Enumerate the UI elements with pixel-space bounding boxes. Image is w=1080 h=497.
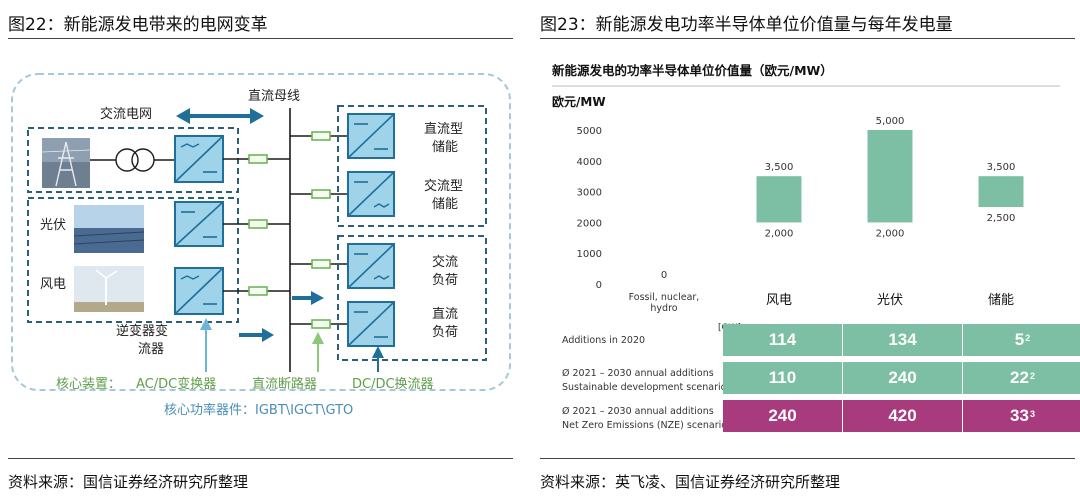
x-axis-labels: Fossil, nuclear,hydro 风电 光伏 储能 — [629, 292, 1014, 314]
x-label-fossil: Fossil, nuclear, — [629, 292, 700, 303]
table-row-label-line: Ø 2021 – 2030 annual additions — [562, 406, 732, 417]
table-row-label-line: Net Zero Emissions (NZE) scenario1 — [562, 417, 732, 431]
bar-high-label: 3,500 — [987, 162, 1016, 173]
wind-converter-icon — [175, 268, 223, 314]
dcdc-converter-label: DC/DC换流器 — [352, 377, 434, 392]
chart-bars — [757, 130, 1024, 222]
footnote-mark: 2 — [1025, 333, 1030, 343]
bar-high-label: 5,000 — [876, 116, 905, 127]
dc-storage-label-2: 储能 — [432, 140, 458, 155]
table-unit: [GW] — [718, 323, 741, 333]
connector-lines — [223, 136, 348, 324]
bar — [868, 130, 913, 222]
table-row-label: Additions in 2020 — [562, 335, 645, 346]
grid-transformation-diagram: 交流电网 光伏 风电 — [0, 0, 530, 460]
table-cell: 110 — [723, 362, 842, 394]
footnote-mark: 1 — [726, 380, 730, 388]
acdc-converter-label: AC/DC变换器 — [136, 376, 216, 392]
chart-title: 新能源发电的功率半导体单位价值量（欧元/MW） — [552, 63, 833, 78]
wind-label: 风电 — [40, 277, 66, 292]
left-source: 资料来源：国信证券经济研究所整理 — [8, 471, 248, 492]
y-tick-label: 0 — [596, 280, 602, 291]
y-tick-label: 4000 — [577, 157, 602, 168]
x-label: 光伏 — [877, 293, 903, 308]
dc-load-label-2: 负荷 — [432, 325, 458, 340]
bar-value-labels: 0 3,500 2,000 5,000 2,000 3,500 2,500 — [661, 116, 1016, 281]
inverter-label-2: 流器 — [138, 342, 164, 357]
table-row-label-line: Ø 2021 – 2030 annual additions — [562, 368, 731, 379]
bar-low-label: 2,000 — [876, 228, 905, 239]
x-label: 储能 — [988, 293, 1014, 308]
x-label-fossil: hydro — [650, 303, 677, 314]
right-source: 资料来源：英飞凌、国信证券经济研究所整理 — [540, 471, 840, 492]
dc-storage-converter-icon — [348, 114, 394, 158]
table-cell-value: 22 — [1010, 368, 1029, 388]
table-cell-value: 134 — [888, 330, 916, 350]
right-title-rule — [540, 38, 1075, 39]
table-cell: 420 — [843, 400, 962, 432]
bar — [757, 176, 802, 222]
table-cell-value: 420 — [888, 406, 916, 426]
right-figure-title: 图23：新能源发电功率半导体单位价值量与每年发电量 — [540, 10, 953, 35]
bar-high-label: 3,500 — [765, 162, 794, 173]
pv-converter-icon — [175, 202, 223, 246]
table-cell-value: 240 — [768, 406, 796, 426]
table-cell-value: 33 — [1010, 406, 1029, 426]
core-power-device-label: 核心功率器件：IGBT\IGCT\GTO — [164, 402, 353, 418]
ac-load-label-1: 交流 — [432, 254, 458, 270]
table-cell-value: 110 — [769, 368, 796, 388]
dc-storage-label-1: 直流型 — [424, 122, 463, 137]
table-cell-value: 240 — [888, 368, 916, 388]
left-source-rule — [8, 458, 513, 459]
dc-bus-label: 直流母线 — [248, 89, 300, 104]
table-row-label-line: Sustainable development scenario1 — [562, 379, 731, 393]
table-cell: 240 — [843, 362, 962, 394]
table-row-label-line: Additions in 2020 — [562, 335, 645, 346]
footnote-mark: 2 — [1030, 371, 1035, 381]
bar — [979, 176, 1024, 207]
inverter-label-1: 逆变器变 — [116, 323, 168, 339]
footnote-mark: 3 — [1030, 409, 1035, 419]
y-tick-label: 3000 — [577, 188, 602, 199]
ac-load-converter-icon — [348, 244, 394, 288]
ac-grid-converter-icon — [175, 136, 223, 182]
dc-load-label-1: 直流 — [432, 307, 458, 322]
wind-turbine-photo-icon — [74, 266, 144, 312]
table-cell-value: 114 — [769, 330, 796, 350]
table-cell: 240 — [723, 400, 842, 432]
y-tick-label: 1000 — [577, 249, 602, 260]
ac-grid-label: 交流电网 — [100, 106, 152, 122]
power-flow-arrows-icon — [239, 291, 324, 342]
ac-storage-label-1: 交流型 — [424, 178, 463, 194]
ac-storage-converter-icon — [348, 172, 394, 216]
right-source-rule — [540, 458, 1075, 459]
dc-load-converter-icon — [348, 302, 394, 346]
y-axis-label: 欧元/MW — [552, 94, 606, 109]
ac-storage-label-2: 储能 — [432, 197, 458, 212]
y-axis-ticks: 0 1000 2000 3000 4000 5000 — [577, 126, 602, 291]
bar-high-label: 0 — [661, 270, 667, 281]
transmission-pylon-icon — [42, 138, 90, 188]
pv-label: 光伏 — [40, 218, 66, 233]
dc-breaker-label: 直流断路器 — [252, 376, 317, 392]
footnote-mark: 1 — [727, 418, 731, 426]
bidirectional-arrow-icon — [176, 108, 264, 124]
solar-panel-photo-icon — [74, 205, 144, 253]
power-semiconductor-value-chart: 新能源发电的功率半导体单位价值量（欧元/MW） 欧元/MW 0 1000 2000 3… — [540, 50, 1070, 320]
bar-low-label: 2,000 — [765, 228, 794, 239]
y-tick-label: 2000 — [577, 218, 602, 229]
y-tick-label: 5000 — [577, 126, 602, 137]
table-cell-value: 5 — [1015, 330, 1024, 350]
ac-load-label-2: 负荷 — [432, 273, 458, 288]
core-device-label: 核心装置： — [56, 377, 121, 392]
table-cell: 134 — [843, 324, 962, 356]
x-label: 风电 — [766, 293, 792, 308]
transformer-icon — [116, 149, 154, 171]
bar-low-label: 2,500 — [987, 213, 1016, 224]
